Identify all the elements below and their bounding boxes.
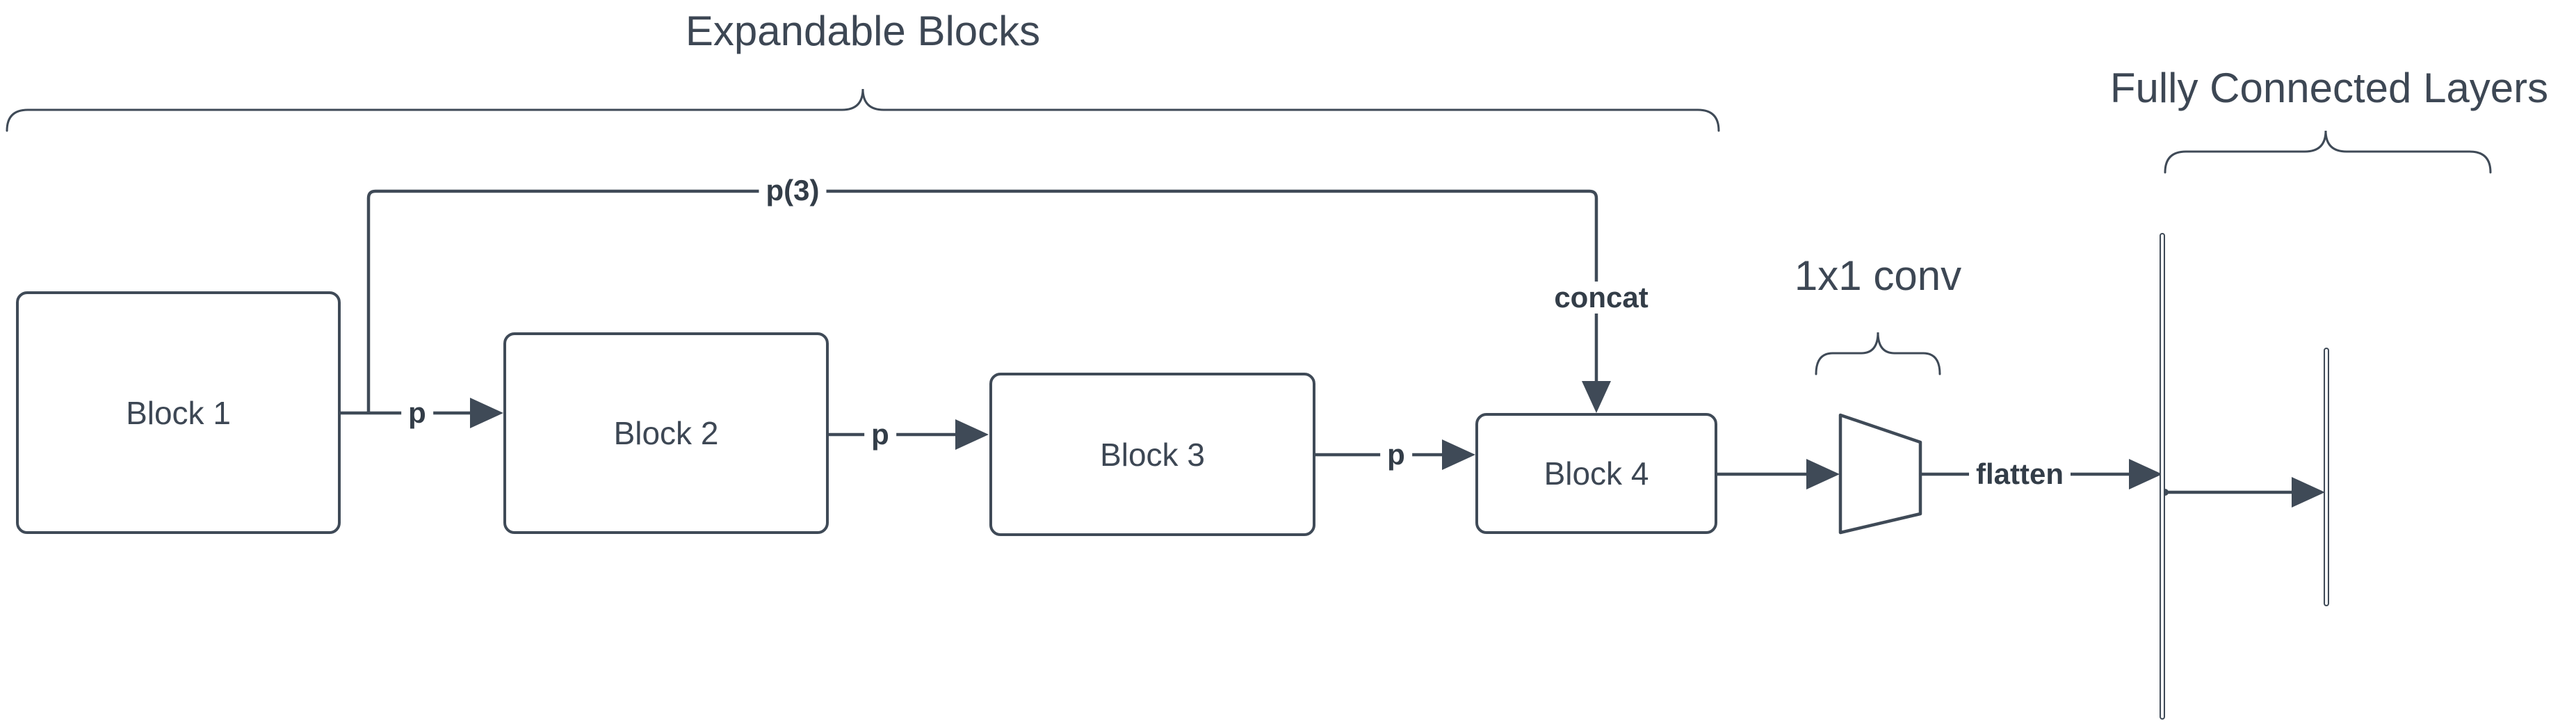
edge-label-p3: p xyxy=(1380,438,1412,471)
fully-connected-layers-title: Fully Connected Layers xyxy=(2109,65,2549,111)
block-2-node: Block 2 xyxy=(503,332,829,534)
arrowhead-block1-block2 xyxy=(470,398,503,428)
arrowhead-skip-concat xyxy=(1582,381,1611,413)
block-3-label: Block 3 xyxy=(1100,436,1205,473)
fc-layer-line-1 xyxy=(2160,233,2165,720)
block-3-node: Block 3 xyxy=(989,373,1315,536)
block-2-label: Block 2 xyxy=(613,415,719,451)
conv-brace xyxy=(1815,332,1941,375)
expandable-blocks-brace xyxy=(6,88,1720,132)
fully-connected-brace xyxy=(2164,130,2492,174)
edge-label-concat: concat xyxy=(1547,281,1655,314)
block-4-label: Block 4 xyxy=(1544,455,1649,492)
edge-skip-connection xyxy=(366,189,1598,413)
edge-label-p2: p xyxy=(864,418,896,451)
conv-1x1-trapezoid xyxy=(1838,413,1922,535)
fc-layer-line-2 xyxy=(2324,348,2329,606)
arrowhead-block4-conv xyxy=(1806,459,1840,489)
arrowhead-flatten-fc1 xyxy=(2129,459,2162,489)
edge-label-flatten: flatten xyxy=(1969,457,2071,491)
block-4-node: Block 4 xyxy=(1475,413,1717,534)
block-1-node: Block 1 xyxy=(16,291,341,534)
edge-label-p1: p xyxy=(401,396,433,430)
edge-label-p3-skip: p(3) xyxy=(759,174,827,207)
block-1-label: Block 1 xyxy=(126,394,231,431)
arrowhead-fc1-fc2 xyxy=(2292,477,2325,508)
arrowhead-block3-block4 xyxy=(1442,439,1475,470)
expandable-blocks-title: Expandable Blocks xyxy=(685,8,1041,54)
conv-1x1-title: 1x1 conv xyxy=(1794,252,1962,299)
arrowhead-block2-block3 xyxy=(955,419,989,450)
